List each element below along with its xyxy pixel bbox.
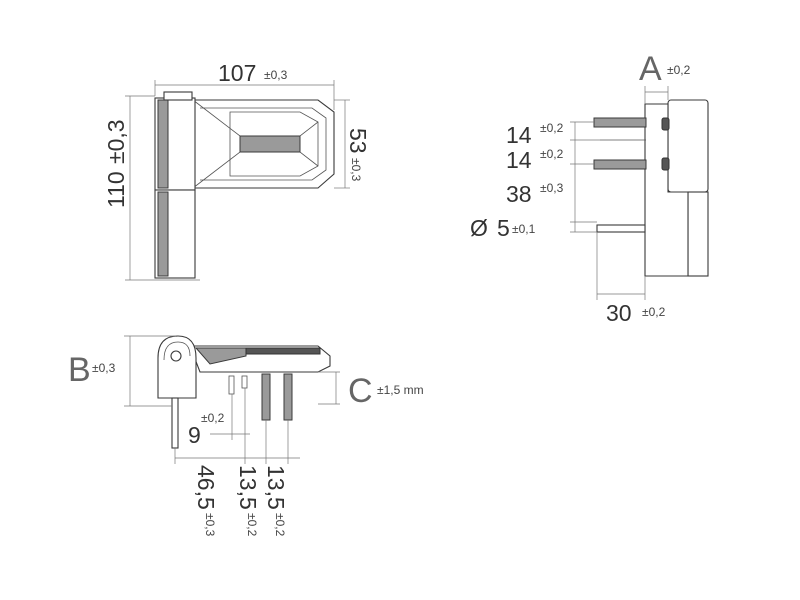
pitch-2-tolerance: ±0,2 [540, 147, 564, 161]
dimension-a-tolerance: ±0,2 [667, 63, 691, 77]
plate-recess [239, 135, 301, 153]
knuckle-hole [170, 350, 182, 362]
side-lower-body [687, 191, 709, 277]
top-pin [171, 397, 179, 449]
pitch-1-value: 14 [506, 122, 532, 148]
offset-value: 9 [188, 422, 201, 448]
diameter-tolerance: ±0,1 [512, 222, 536, 236]
depth-value: 30 [606, 300, 632, 326]
width-dimension-tolerance: ±0,3 [264, 68, 288, 82]
dimension-b-letter: B [68, 351, 91, 389]
diameter-value: 5 [497, 215, 510, 241]
pin [596, 224, 646, 233]
screw-upper [593, 117, 647, 128]
distance-2-value: 13,5 [235, 465, 261, 510]
top-view: B ±0,3 C ±1,5 mm 9 ±0,2 46,5 ±0,3 13,5 ±… [68, 335, 424, 537]
pitch-3-value: 38 [506, 181, 532, 207]
dimension-a-letter: A [639, 50, 662, 88]
top-knuckle [157, 335, 197, 399]
plate-dimension-tolerance: ±0,3 [349, 158, 363, 182]
side-upper-body [667, 99, 709, 193]
dimension-b-tolerance: ±0,3 [92, 361, 116, 375]
distance-2-tolerance: ±0,2 [245, 513, 259, 537]
depth-tolerance: ±0,2 [642, 305, 666, 319]
pitch-1-tolerance: ±0,2 [540, 121, 564, 135]
pitch-3-tolerance: ±0,3 [540, 181, 564, 195]
distance-1-value: 46,5 [193, 465, 219, 510]
height-dimension-tolerance: ±0,3 [103, 119, 129, 164]
width-dimension-value: 107 [218, 60, 256, 86]
height-dimension-value: 110 [103, 171, 129, 208]
distance-3-tolerance: ±0,2 [273, 513, 287, 537]
dimension-c-tolerance: ±1,5 mm [377, 383, 424, 397]
dimension-c-letter: C [348, 372, 373, 410]
offset-tolerance: ±0,2 [201, 411, 225, 425]
plate-dimension-value: 53 [345, 128, 371, 154]
distance-1-tolerance: ±0,3 [203, 513, 217, 537]
side-view: A ±0,2 14 ±0,2 14 ±0,2 38 ±0,3 Ø 5 ±0,1 … [470, 50, 709, 326]
screw-lower [593, 159, 647, 170]
distance-3-value: 13,5 [263, 465, 289, 510]
front-view: 107 ±0,3 110 ±0,3 53 ±0,3 [103, 60, 371, 281]
pitch-2-value: 14 [506, 147, 532, 173]
diameter-symbol: Ø [470, 215, 488, 241]
